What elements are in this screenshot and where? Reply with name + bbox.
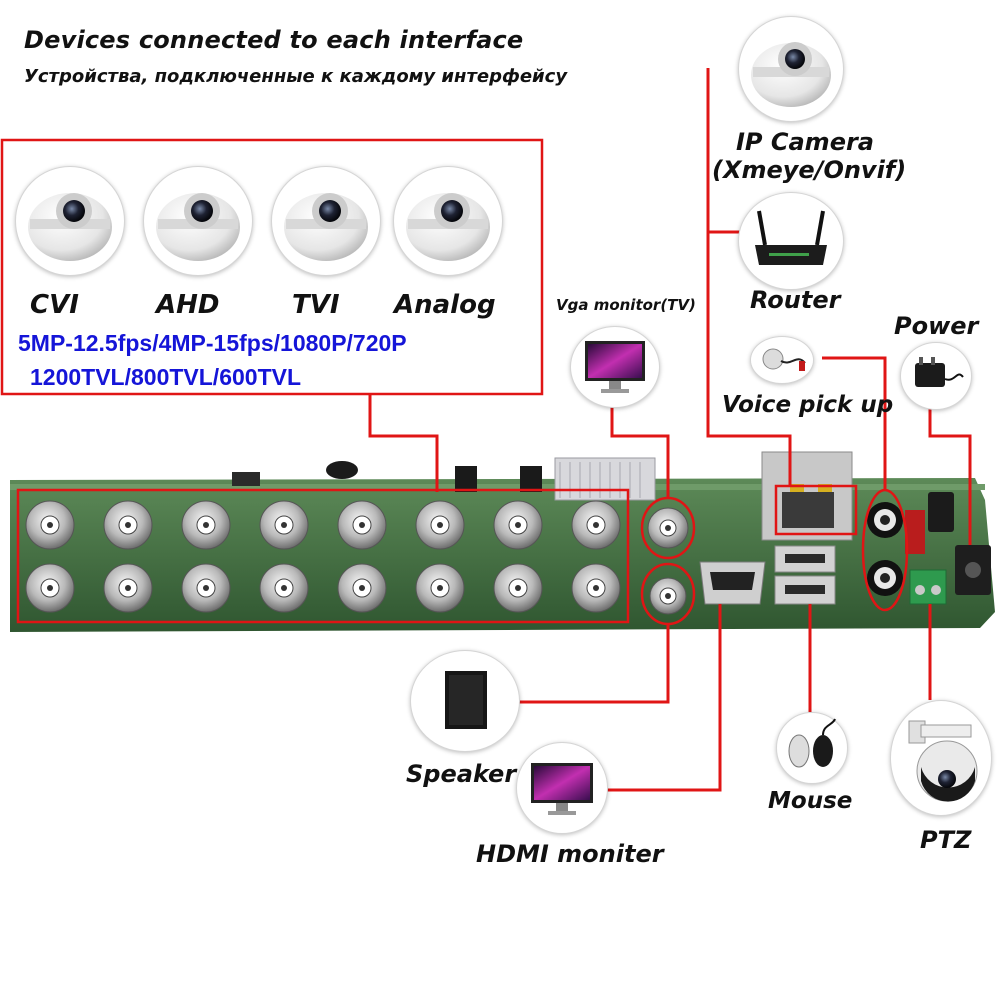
speaker-label: Speaker (406, 760, 517, 788)
page-title: Devices connected to each interface (24, 26, 524, 54)
monitor-icon (570, 326, 660, 408)
bnc-connector (337, 500, 387, 550)
microphone-icon (750, 336, 814, 384)
ip-camera-label: IP Camera (736, 128, 874, 156)
rj45-highlight (774, 484, 858, 536)
hdmi-monitor-label: HDMI moniter (476, 840, 664, 868)
bnc-connector (103, 563, 153, 613)
voice-pickup-label: Voice pick up (722, 392, 894, 418)
mouse-icon (776, 712, 848, 784)
hdmi-port (699, 561, 766, 605)
pin-header (232, 472, 260, 486)
bnc-connector (181, 563, 231, 613)
ip-camera-protocol-label: (Xmeye/Onvif) (712, 156, 907, 184)
heatsink (554, 457, 656, 501)
bnc-connector (571, 563, 621, 613)
ptz-rs485-terminal (909, 569, 947, 605)
speaker-icon (410, 650, 520, 752)
capacitor (928, 492, 954, 532)
camera-type-tvi: TVI (292, 290, 340, 320)
mouse-label: Mouse (768, 788, 853, 814)
camera-type-cvi: CVI (30, 290, 79, 320)
ptz-camera-icon (890, 700, 992, 816)
page-subtitle: Устройства, подключенные к каждому интер… (24, 66, 568, 87)
dome-camera-icon (393, 166, 503, 276)
sata-port (455, 466, 477, 492)
bnc-connector (25, 563, 75, 613)
dome-camera-icon (271, 166, 381, 276)
dome-camera-icon (143, 166, 253, 276)
dvr-circuit-board (10, 451, 995, 632)
bnc-connector (259, 563, 309, 613)
bnc-connector-vga (647, 507, 689, 549)
camera-types-frame (0, 138, 544, 396)
camera-type-analog: Analog (394, 290, 496, 320)
bnc-connector (571, 500, 621, 550)
bnc-connector (415, 500, 465, 550)
monitor-icon (516, 742, 608, 834)
dome-camera-icon (738, 16, 844, 122)
bnc-connector (25, 500, 75, 550)
buzzer (326, 461, 358, 479)
rca-speaker-out (649, 577, 687, 615)
resolution-spec: 5MP-12.5fps/4MP-15fps/1080P/720P (18, 330, 407, 356)
vga-monitor-label: Vga monitor(TV) (556, 296, 696, 314)
bnc-connector (337, 563, 387, 613)
bnc-connector (181, 500, 231, 550)
camera-type-ahd: AHD (156, 290, 220, 320)
bnc-connector-array (25, 500, 689, 615)
router-label: Router (750, 286, 841, 314)
power-label: Power (894, 312, 979, 340)
bnc-connector (103, 500, 153, 550)
connector-lines (368, 68, 972, 792)
bnc-connector (493, 500, 543, 550)
router-icon (738, 192, 844, 290)
power-adapter-icon (900, 342, 972, 410)
tvl-spec: 1200TVL/800TVL/600TVL (30, 364, 302, 390)
bnc-connector (259, 500, 309, 550)
ptz-label: PTZ (920, 826, 972, 854)
dome-camera-icon (15, 166, 125, 276)
bnc-connector (493, 563, 543, 613)
bnc-connector (415, 563, 465, 613)
bnc-input-frame (16, 488, 630, 624)
sata-port (520, 466, 542, 492)
